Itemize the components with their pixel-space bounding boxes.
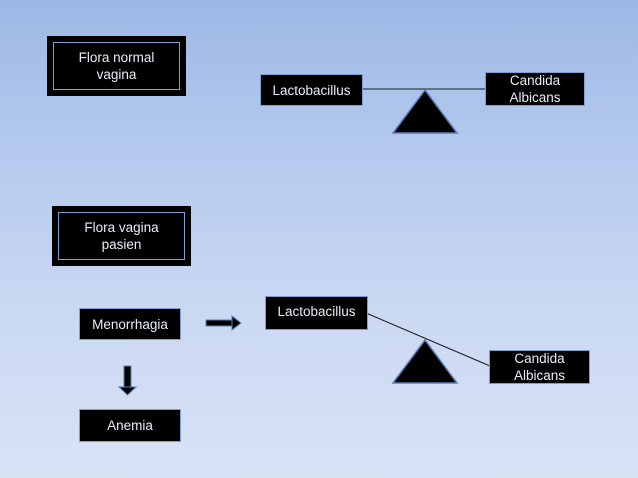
top-candida-box: Candida Albicans: [485, 72, 585, 106]
down-arrow-icon: [117, 365, 138, 396]
right-arrow-icon: [205, 314, 242, 332]
bottom-lactobacillus-box: Lactobacillus: [265, 296, 368, 330]
flora-normal-label-frame: Flora normal vagina: [47, 36, 186, 96]
flora-normal-label: Flora normal vagina: [53, 42, 180, 90]
anemia-box: Anemia: [79, 409, 181, 442]
top-lactobacillus-box: Lactobacillus: [260, 74, 363, 106]
bottom-candida-box: Candida Albicans: [489, 350, 590, 384]
menorrhagia-box: Menorrhagia: [79, 308, 181, 340]
flora-pasien-label-frame: Flora vagina pasien: [52, 206, 191, 266]
bottom-fulcrum-triangle: [391, 338, 459, 384]
flora-pasien-label: Flora vagina pasien: [58, 212, 185, 260]
top-fulcrum-triangle: [391, 88, 459, 134]
bottom-balance-beam: [365, 312, 491, 367]
